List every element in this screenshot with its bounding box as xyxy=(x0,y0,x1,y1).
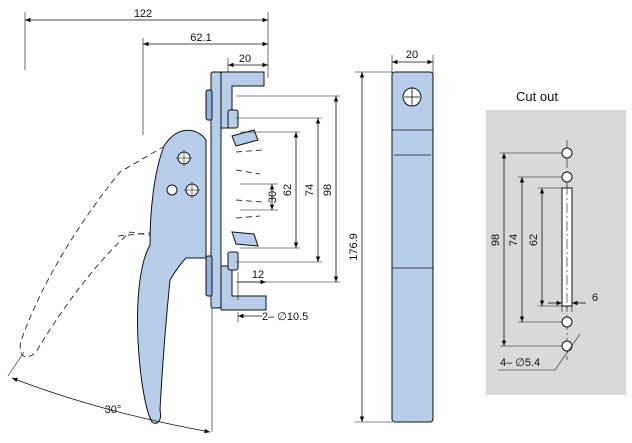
front-view: 122 62.1 20 xyxy=(7,8,340,434)
cutout-dim-62: 62 xyxy=(528,234,540,246)
dim-flange-12: 12 xyxy=(252,269,264,281)
dim-pitch-98: 98 xyxy=(322,184,334,196)
dim-overall-width: 122 xyxy=(134,8,152,20)
cutout-hole-4 xyxy=(561,340,573,352)
handle-closed xyxy=(137,129,207,424)
dim-pitch-62: 62 xyxy=(282,184,294,196)
back-plate xyxy=(210,71,222,309)
cutout-panel xyxy=(486,110,626,395)
cutout-dim-holes: 4– ∅5.4 xyxy=(500,357,540,369)
side-body xyxy=(391,71,434,423)
dim-mount-holes: 2– ∅10.5 xyxy=(262,311,308,323)
cutout-title: Cut out xyxy=(516,89,558,104)
handle-open-position xyxy=(19,135,183,358)
cutout-hole-3 xyxy=(561,316,573,328)
side-view: 20 176.9 xyxy=(348,49,434,423)
cutout-dim-slot-width: 6 xyxy=(592,292,598,304)
dim-overall-height: 176.9 xyxy=(348,233,360,261)
top-bracket xyxy=(220,71,265,129)
cutout-dim-74: 74 xyxy=(508,234,520,246)
cutout-hole-2 xyxy=(561,171,573,183)
cutout-dim-98: 98 xyxy=(490,234,502,246)
dim-pitch-30: 30 xyxy=(267,191,279,203)
cutout-view: Cut out 98 74 62 6 xyxy=(486,89,626,395)
dim-pitch-74: 74 xyxy=(304,184,316,196)
dim-handle-reach: 62.1 xyxy=(190,32,211,44)
cam-teeth xyxy=(231,129,259,247)
dim-bracket-width: 20 xyxy=(239,53,251,65)
dim-open-angle: 30° xyxy=(105,404,122,416)
cutout-hole-1 xyxy=(561,147,573,159)
dim-side-width: 20 xyxy=(406,49,418,61)
